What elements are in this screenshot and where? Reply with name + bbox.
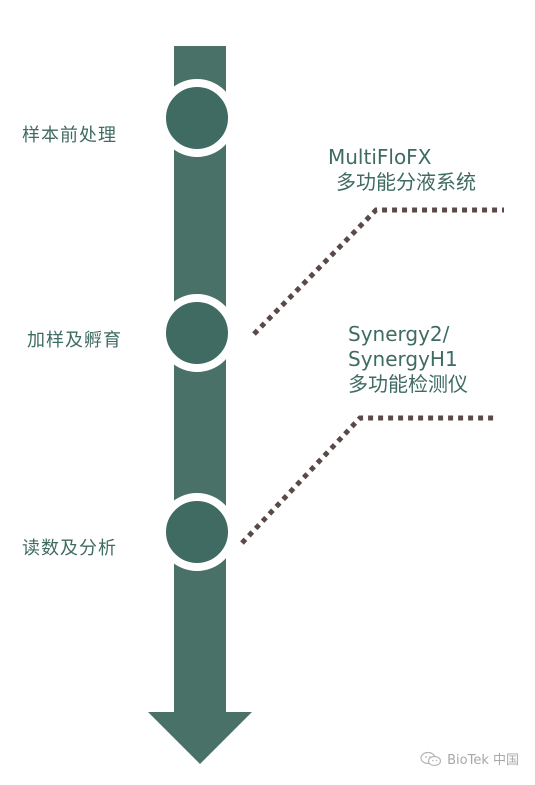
callout-reader-line-1: Synergy2/ [348, 322, 450, 346]
connector-reader [240, 415, 494, 545]
wechat-icon [420, 751, 442, 766]
step-label-3: 读数及分析 [22, 538, 117, 559]
callout-reader-line-2: SynergyH1 [348, 347, 458, 371]
step-node-2 [158, 294, 236, 372]
connector-dispenser [252, 207, 504, 336]
callout-dispenser-line-1: MultiFloFX [328, 145, 432, 169]
callout-dispenser-line-2: 多功能分液系统 [336, 170, 476, 194]
callout-reader-line-3: 多功能检测仪 [348, 372, 468, 396]
timeline-arrow-shaft [174, 46, 226, 716]
step-label-1: 样本前处理 [22, 125, 117, 146]
timeline-arrow-head [148, 712, 252, 764]
step-node-3 [158, 493, 236, 571]
callout-dispenser: MultiFloFX 多功能分液系统 [328, 145, 476, 195]
watermark-text: BioTek 中国 [447, 753, 519, 768]
callout-reader: Synergy2/ SynergyH1 多功能检测仪 [348, 322, 468, 397]
watermark: BioTek 中国 [420, 749, 519, 768]
step-node-1 [158, 79, 236, 157]
step-label-2: 加样及孵育 [27, 330, 122, 351]
